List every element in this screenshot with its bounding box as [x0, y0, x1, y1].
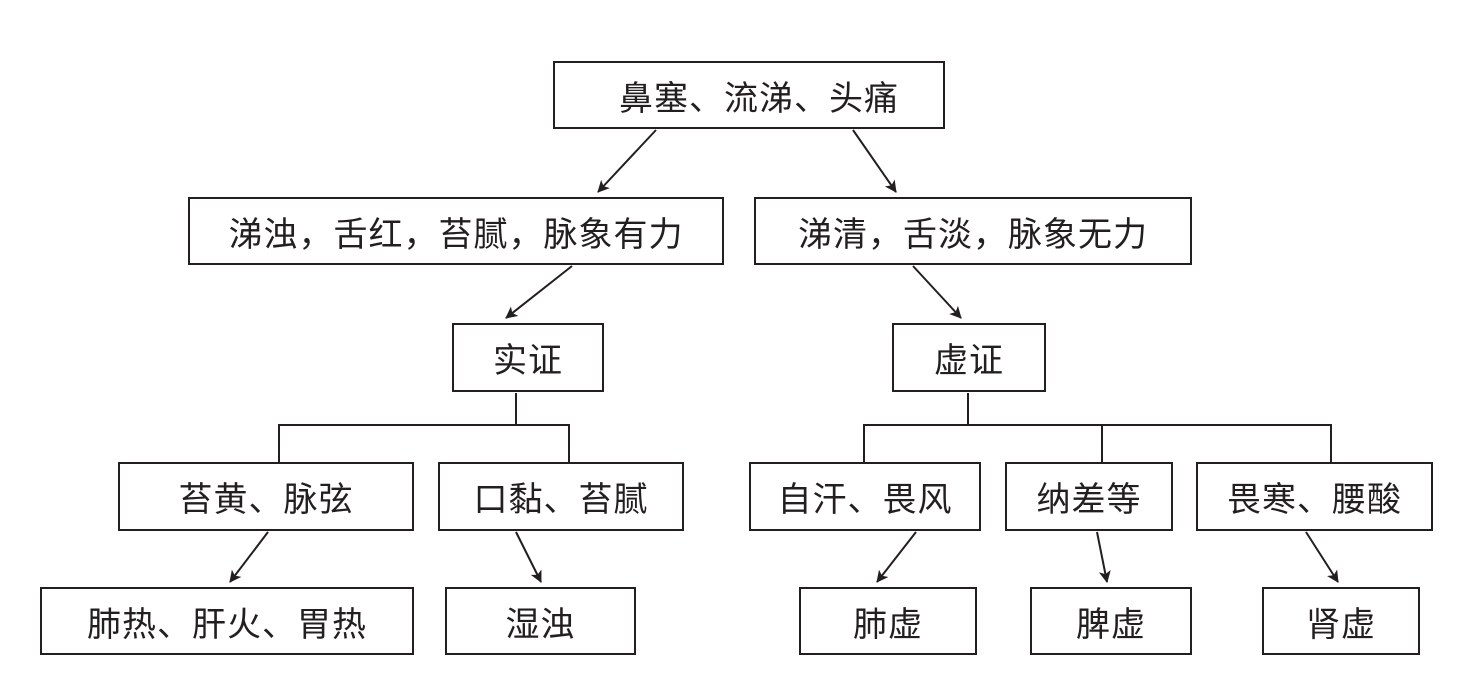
right-symptoms-box: 涕清，舌淡，脉象无力: [754, 197, 1192, 265]
spleen-deficiency-label: 脾虚: [1076, 604, 1146, 645]
excess-syndrome-label: 实证: [493, 341, 563, 381]
sticky-mouth-box: 口黏、苔腻: [438, 462, 684, 531]
heat-result-label: 肺热、肝火、胃热: [87, 604, 367, 645]
excess-syndrome-box: 实证: [452, 323, 604, 392]
right-symptoms-label: 涕清，舌淡，脉象无力: [798, 214, 1148, 255]
arrow-sweating-to-lung-deficiency: [876, 531, 917, 583]
deficiency-syndrome-box: 虚证: [892, 323, 1046, 392]
left-symptoms-label: 涕浊，舌红，苔腻，脉象有力: [228, 214, 684, 255]
lung-deficiency-label: 肺虚: [853, 604, 923, 645]
heat-result-box: 肺热、肝火、胃热: [40, 587, 414, 655]
arrow-root-to-right-symptoms: [852, 129, 897, 193]
cold-back-box: 畏寒、腰酸: [1196, 462, 1433, 531]
kidney-deficiency-box: 肾虚: [1262, 587, 1420, 655]
arrow-root-to-left-symptoms: [597, 129, 657, 193]
branch-deficiency-bar: [863, 424, 1332, 462]
arrow-sticky-mouth-to-damp: [515, 531, 542, 583]
yellow-coating-label: 苔黄、脉弦: [178, 480, 354, 520]
damp-result-box: 湿浊: [445, 587, 636, 655]
arrow-poor-appetite-to-spleen-deficiency: [1096, 531, 1111, 583]
sticky-mouth-label: 口黏、苔腻: [473, 480, 649, 520]
sweating-box: 自汗、畏风: [749, 462, 981, 531]
spleen-deficiency-box: 脾虚: [1030, 587, 1192, 655]
branch-excess-bar: [278, 424, 570, 462]
cold-back-label: 畏寒、腰酸: [1227, 480, 1402, 520]
root-symptoms-box: 鼻塞、流涕、头痛: [553, 61, 945, 129]
arrow-left-symptoms-to-excess: [505, 265, 573, 319]
poor-appetite-label: 纳差等: [1036, 480, 1142, 520]
poor-appetite-box: 纳差等: [1005, 462, 1173, 531]
arrow-cold-back-to-kidney-deficiency: [1305, 531, 1339, 583]
root-symptoms-label: 鼻塞、流涕、头痛: [619, 78, 899, 119]
deficiency-syndrome-label: 虚证: [934, 341, 1004, 381]
sweating-label: 自汗、畏风: [777, 480, 953, 520]
lung-deficiency-box: 肺虚: [799, 587, 977, 655]
kidney-deficiency-label: 肾虚: [1306, 604, 1376, 645]
arrow-right-symptoms-to-deficiency: [912, 265, 962, 319]
yellow-coating-box: 苔黄、脉弦: [118, 462, 414, 531]
left-symptoms-box: 涕浊，舌红，苔腻，脉象有力: [188, 197, 724, 265]
damp-result-label: 湿浊: [505, 604, 576, 645]
arrow-yellow-coating-to-heat: [229, 531, 269, 583]
